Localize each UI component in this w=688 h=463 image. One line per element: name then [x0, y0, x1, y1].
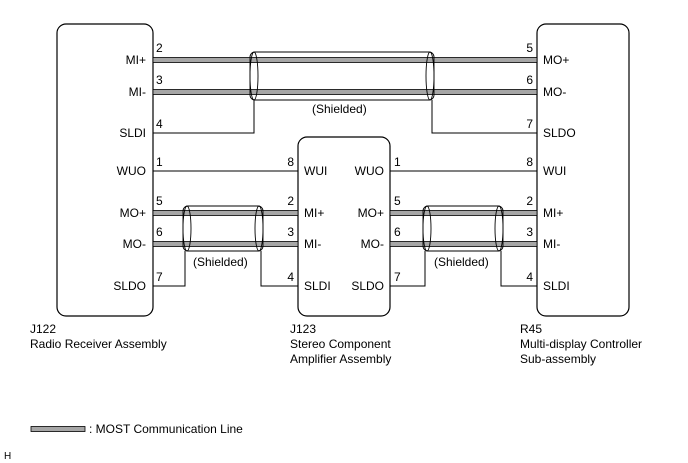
- legend-most-line-swatch: [30, 426, 86, 432]
- r45-pin-label: SLDI: [543, 279, 570, 293]
- drain-sldo-j122: [153, 251, 186, 287]
- r45-pin-number: 4: [526, 270, 533, 284]
- drain-sldo-r45: [431, 100, 537, 134]
- j122-pin-number: 1: [156, 155, 163, 169]
- r45-pin-number: 2: [526, 194, 533, 208]
- j122-pin-label: MI-: [129, 85, 146, 99]
- j122-name: Radio Receiver Assembly: [30, 337, 167, 351]
- j122-pin-label: SLDO: [113, 279, 146, 293]
- r45-name-line2: Sub-assembly: [520, 352, 596, 366]
- r45-box: [536, 23, 630, 317]
- shield-lr-left-end: [422, 205, 432, 252]
- j123-left-pin-label: SLDI: [304, 279, 331, 293]
- j123-name-line2: Amplifier Assembly: [290, 352, 391, 366]
- most-line-lr-2: [389, 241, 538, 247]
- drain-sldi-r45: [500, 251, 537, 287]
- r45-pin-number: 8: [526, 155, 533, 169]
- j122-pin-number: 6: [156, 225, 163, 239]
- j123-name-line1: Stereo Component: [290, 337, 391, 351]
- j122-pin-number: 3: [156, 73, 163, 87]
- j122-pin-label: WUO: [117, 164, 146, 178]
- r45-pin-label: MO-: [543, 85, 566, 99]
- j122-pin-number: 7: [156, 270, 163, 284]
- most-line-ll-1: [152, 210, 299, 216]
- j122-pin-label: MI+: [126, 53, 146, 67]
- j123-right-pin-number: 7: [394, 270, 401, 284]
- drain-sldi-j123: [260, 251, 298, 287]
- r45-pin-number: 3: [526, 225, 533, 239]
- most-line-top-1: [152, 57, 538, 63]
- r45-pin-label: WUI: [543, 164, 566, 178]
- j122-pin-number: 5: [156, 194, 163, 208]
- r45-pin-number: 6: [526, 73, 533, 87]
- most-line-lr-1: [389, 210, 538, 216]
- j123-left-pin-label: WUI: [304, 164, 327, 178]
- j123-left-pin-number: 2: [287, 194, 294, 208]
- j123-right-pin-number: 5: [394, 194, 401, 208]
- j122-pin-number: 2: [156, 41, 163, 55]
- j123-right-pin-number: 6: [394, 225, 401, 239]
- j122-pin-number: 4: [156, 117, 163, 131]
- j123-left-pin-label: MI-: [304, 237, 321, 251]
- j123-box: [297, 136, 391, 317]
- j123-right-pin-number: 1: [394, 155, 401, 169]
- j122-pin-label: SLDI: [119, 126, 146, 140]
- shield-lr-right-end: [494, 205, 504, 252]
- most-line-ll-2: [152, 241, 299, 247]
- shield-ll-right-end: [254, 205, 264, 252]
- shield-label-lower-right: (Shielded): [434, 255, 489, 269]
- j123-left-pin-number: 4: [287, 270, 294, 284]
- legend-text: : MOST Communication Line: [89, 422, 243, 436]
- j123-left-pin-label: MI+: [304, 206, 324, 220]
- r45-name-line1: Multi-display Controller: [520, 337, 642, 351]
- r45-pin-label: MO+: [543, 53, 569, 67]
- j122-pin-label: MO+: [120, 206, 146, 220]
- r45-pin-label: MI+: [543, 206, 563, 220]
- j122-code: J122: [30, 322, 56, 336]
- r45-pin-number: 5: [526, 41, 533, 55]
- j123-right-pin-label: WUO: [355, 164, 384, 178]
- most-line-top-2: [152, 89, 538, 95]
- j123-code: J123: [290, 322, 316, 336]
- j123-left-pin-number: 8: [287, 155, 294, 169]
- j123-right-pin-label: MO-: [361, 237, 384, 251]
- shield-ll-left-end: [182, 205, 192, 252]
- r45-code: R45: [520, 322, 542, 336]
- drain-sldi-j122: [153, 100, 255, 134]
- j123-right-pin-label: MO+: [358, 206, 384, 220]
- shield-label-lower-left: (Shielded): [193, 255, 248, 269]
- footer-mark: H: [4, 451, 11, 462]
- j122-pin-label: MO-: [123, 237, 146, 251]
- j122-box: [56, 23, 154, 317]
- shield-label-top: (Shielded): [312, 102, 367, 116]
- r45-pin-label: MI-: [543, 237, 560, 251]
- r45-pin-number: 7: [526, 117, 533, 131]
- r45-pin-label: SLDO: [543, 126, 576, 140]
- j123-left-pin-number: 3: [287, 225, 294, 239]
- drain-sldo-j123: [390, 251, 426, 287]
- shield-top-right-end: [425, 51, 435, 101]
- j123-right-pin-label: SLDO: [351, 279, 384, 293]
